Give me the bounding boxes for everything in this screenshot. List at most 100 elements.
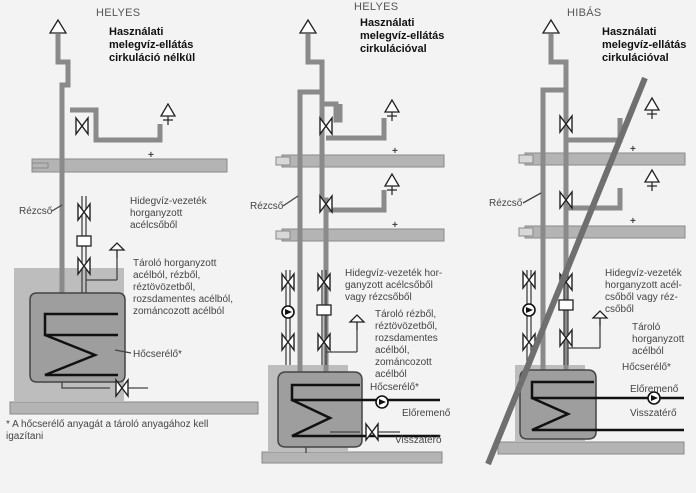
tap-icon xyxy=(160,103,176,126)
tank-material-label: réztövözetből, xyxy=(133,282,195,293)
heat-exchanger-coil xyxy=(43,312,118,377)
hot-water-branch xyxy=(70,107,163,143)
hot-water-riser xyxy=(55,34,71,295)
drain-valve-icon xyxy=(365,423,379,441)
tank-material-label: zománcozott acélból xyxy=(133,306,224,317)
floor-slab xyxy=(261,451,443,464)
hot-water-branch xyxy=(326,118,387,141)
tank-material-label: horganyzott xyxy=(632,334,684,345)
floor-slab xyxy=(9,401,259,415)
pipe-sleeve xyxy=(518,227,534,237)
plus-mark: + xyxy=(630,216,636,227)
tank-material-label: acélból, rézből, xyxy=(133,270,200,281)
tank-material-label: zománcozott xyxy=(375,357,432,368)
filter-icon xyxy=(76,235,92,247)
safety-valve-icon xyxy=(109,242,125,259)
panel-title: melegvíz-ellátás xyxy=(602,39,686,51)
hot-water-branch xyxy=(566,188,623,211)
pipe-sleeve xyxy=(275,230,291,240)
panel-title: Használati xyxy=(360,17,414,29)
status-label: HIBÁS xyxy=(567,6,602,19)
footnote: igazítani xyxy=(6,431,43,442)
safety-valve-icon xyxy=(349,314,365,331)
valve-icon xyxy=(75,117,89,135)
tank-material-label: acélból, xyxy=(375,345,409,356)
exchanger-label: Hőcserélő* xyxy=(370,382,419,393)
cold-water-label: Hidegvíz-vezeték hor- xyxy=(345,268,442,279)
wrong-solution-strike xyxy=(485,76,648,466)
hot-water-riser xyxy=(319,92,343,123)
cold-water-label: csőből xyxy=(605,304,634,315)
vent-arrow xyxy=(298,18,318,34)
copper-label: Rézcső xyxy=(489,198,523,209)
plus-mark: + xyxy=(392,220,398,231)
panel-3: HIBÁS Használati melegvíz-ellátás cirkul… xyxy=(485,6,686,466)
floor-slab xyxy=(281,228,445,242)
return-label: Visszatérő xyxy=(630,408,677,419)
cold-water-label: horganyzott acél- xyxy=(605,280,682,291)
tank-material-label: Tároló horganyzott xyxy=(133,258,217,269)
tank-material-label: Tároló rézből, xyxy=(375,309,436,320)
hot-water-branch xyxy=(566,118,623,143)
storage-tank xyxy=(277,371,363,448)
leader-line xyxy=(51,204,63,212)
floor-slab xyxy=(281,154,445,168)
tap-icon xyxy=(384,99,400,122)
circulation-pump-icon xyxy=(522,303,536,317)
drain-pipe xyxy=(61,382,110,389)
tank-material-label: rozsdamentes acélból, xyxy=(133,294,233,305)
pump-icon xyxy=(375,395,389,409)
cold-water-label: vagy rézcsőből xyxy=(345,292,412,303)
filter-icon xyxy=(316,304,332,316)
cold-water-label: acélcsőből xyxy=(130,220,177,231)
tank-material-label: Tároló xyxy=(632,322,661,333)
footnote: * A hőcserélő anyagát a tároló anyagához… xyxy=(6,419,208,430)
leader-line xyxy=(522,192,542,204)
pipe-sleeve xyxy=(518,154,534,164)
tank-material-label: réztövözetből, xyxy=(375,321,437,332)
plus-mark: + xyxy=(392,146,398,157)
pipe-sleeve xyxy=(31,162,49,169)
floor-slab xyxy=(524,225,686,239)
return-label: Visszatérő xyxy=(395,435,442,446)
exchanger-label: Hőcserélő* xyxy=(133,349,182,360)
circulation-pump-icon xyxy=(281,305,295,319)
heat-exchanger-coil xyxy=(530,380,684,432)
valve-icon xyxy=(281,333,295,351)
panel-title: melegvíz-ellátás xyxy=(109,39,193,51)
storage-tank xyxy=(519,369,597,440)
floor-slab xyxy=(524,152,686,166)
plus-mark: + xyxy=(148,150,154,161)
vent-arrow xyxy=(541,18,561,34)
exchanger-label: Hőcserélő* xyxy=(622,362,671,373)
vent-arrow xyxy=(48,18,68,34)
valve-icon xyxy=(319,117,333,135)
panel-title: cirkulációval xyxy=(602,52,669,64)
leader-line xyxy=(282,195,299,207)
panel-title: Használati xyxy=(109,26,163,38)
cold-water-label: ganyzott acélcsőből xyxy=(345,280,433,291)
panel-2: HELYES Használati melegvíz-ellátás cirku… xyxy=(250,1,451,464)
tap-icon xyxy=(644,97,660,120)
panel-1: HELYES Használati melegvíz-ellátás cirku… xyxy=(9,7,259,415)
panel-title: melegvíz-ellátás xyxy=(360,30,444,42)
flow-label: Előremenő xyxy=(630,384,679,395)
tank-material-label: acélból xyxy=(632,346,664,357)
cold-water-label: csőből vagy réz- xyxy=(605,292,678,303)
storage-tank xyxy=(29,292,126,383)
status-label: HELYES xyxy=(354,1,398,13)
valve-icon xyxy=(281,273,295,291)
copper-label: Rézcső xyxy=(19,206,53,217)
valve-icon xyxy=(522,271,536,289)
valve-icon xyxy=(77,203,91,221)
panel-title: cirkulációval xyxy=(360,43,427,55)
cold-water-label: Hidegvíz-vezeték xyxy=(605,268,683,279)
filter-icon xyxy=(558,299,574,311)
circulation-riser xyxy=(297,34,325,380)
tap-icon xyxy=(384,173,400,196)
flow-label: Előremenő xyxy=(402,408,451,419)
plus-mark: + xyxy=(630,144,636,155)
status-label: HELYES xyxy=(96,7,140,19)
pipe-sleeve xyxy=(275,156,291,166)
